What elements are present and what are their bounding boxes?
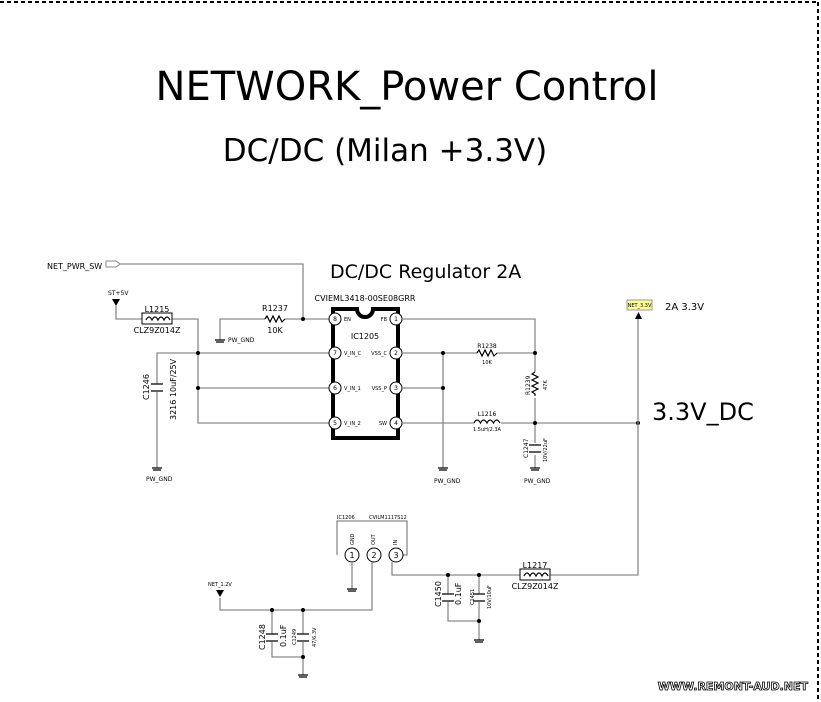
gnd-label: PW_GND bbox=[228, 337, 255, 344]
page-title: NETWORK_Power Control bbox=[156, 64, 659, 110]
ground-icon bbox=[215, 339, 225, 343]
c1450-value: 0.1uF bbox=[454, 582, 463, 605]
svg-text:8: 8 bbox=[333, 316, 337, 323]
ground-icon bbox=[298, 588, 357, 678]
st5v-label: ST+5V bbox=[108, 290, 129, 297]
c1451-value: 10V/10uF bbox=[487, 585, 493, 609]
ic1205-pins: 8 EN 7 V_IN_C 6 V_IN_1 5 V_IN_2 1 FB 2 VSS_C 3… bbox=[328, 312, 403, 430]
ic1205-part: CVIEML3418-00SE08GRR bbox=[315, 294, 416, 303]
inductor-l1216 bbox=[473, 419, 501, 425]
svg-text:V_IN_2: V_IN_2 bbox=[344, 421, 361, 427]
ground-icon bbox=[438, 467, 540, 471]
svg-text:FB: FB bbox=[381, 317, 388, 323]
net-3v3-label: NET_3.3V bbox=[628, 303, 652, 309]
c1247-value: 10V/22uF bbox=[543, 438, 549, 462]
c1248-value: 0.1uF bbox=[279, 624, 288, 647]
svg-text:2: 2 bbox=[371, 551, 376, 560]
l1215-value: CLZ9Z014Z bbox=[134, 326, 181, 335]
svg-text:V_IN_C: V_IN_C bbox=[344, 351, 362, 357]
wire bbox=[402, 318, 638, 468]
wire bbox=[219, 318, 330, 340]
c1450-ref: C1450 bbox=[434, 581, 443, 607]
ic1206-body bbox=[336, 520, 408, 556]
wire bbox=[115, 306, 330, 468]
svg-text:EN: EN bbox=[344, 317, 351, 323]
l1216-ref: L1216 bbox=[478, 411, 497, 418]
r1238-ref: R1238 bbox=[477, 343, 497, 350]
svg-text:VSS_P: VSS_P bbox=[372, 386, 387, 392]
l1217-ref: L1217 bbox=[523, 561, 548, 570]
wire bbox=[120, 263, 304, 319]
svg-text:1: 1 bbox=[349, 551, 354, 560]
watermark: WWW.REMONT-AUD.NET bbox=[658, 680, 809, 693]
c1249-value: 47/6.3V bbox=[312, 627, 318, 647]
l1215-ref: L1215 bbox=[145, 305, 170, 314]
power-arrow-icon bbox=[112, 299, 120, 306]
port-icon bbox=[105, 260, 121, 268]
svg-text:5: 5 bbox=[333, 420, 337, 427]
c1246-value: 3216 10uF/25V bbox=[169, 358, 178, 420]
svg-text:VSS_C: VSS_C bbox=[371, 351, 387, 357]
section-label: DC/DC Regulator 2A bbox=[330, 261, 521, 283]
svg-text:OUT: OUT bbox=[371, 533, 377, 545]
page-subtitle: DC/DC (Milan +3.3V) bbox=[223, 133, 547, 169]
l1217-value: CLZ9Z014Z bbox=[512, 582, 559, 591]
gnd-label: PW_GND bbox=[146, 476, 173, 483]
wire bbox=[219, 562, 373, 675]
l1216-value: 1.5uH/2.3A bbox=[473, 427, 502, 433]
ic1206-part: CVILM1117S12 bbox=[369, 515, 407, 521]
capacitor-c1248-c1249 bbox=[266, 633, 309, 642]
svg-text:3: 3 bbox=[393, 551, 398, 560]
c1451-ref: C1451 bbox=[470, 589, 476, 605]
resistor-r1239 bbox=[530, 371, 540, 396]
rail-label: 3.3V_DC bbox=[652, 398, 754, 426]
c1246-ref: C1246 bbox=[142, 374, 151, 400]
svg-text:V_IN_1: V_IN_1 bbox=[344, 386, 361, 392]
net-3v3-tag bbox=[626, 299, 653, 311]
resistor-r1238 bbox=[476, 348, 498, 358]
svg-text:IN: IN bbox=[393, 540, 399, 545]
r1239-value: 47K bbox=[543, 380, 549, 390]
ic1205-ref: IC1205 bbox=[351, 332, 379, 341]
svg-text:4: 4 bbox=[394, 420, 398, 427]
svg-text:GND: GND bbox=[350, 533, 356, 545]
ground-icon bbox=[474, 639, 484, 643]
svg-text:6: 6 bbox=[333, 385, 337, 392]
resistor-r1237 bbox=[264, 314, 286, 324]
svg-text:2: 2 bbox=[394, 350, 398, 357]
net-pwr-sw-label: NET_PWR_SW bbox=[47, 262, 102, 271]
svg-text:SW: SW bbox=[379, 421, 387, 427]
c1248-ref: C1248 bbox=[258, 624, 267, 650]
gnd-label: PW_GND bbox=[524, 478, 551, 485]
r1239-ref: R1239 bbox=[525, 375, 532, 395]
capacitor-c1450-c1451 bbox=[442, 593, 485, 602]
capacitor-c1246 bbox=[151, 383, 163, 392]
r1237-ref: R1237 bbox=[262, 304, 288, 313]
gnd-label: PW_GND bbox=[434, 478, 461, 485]
capacitor-c1247 bbox=[529, 444, 541, 453]
ic1206-ref: IC1206 bbox=[337, 515, 355, 521]
r1238-value: 10K bbox=[482, 360, 492, 366]
svg-text:3: 3 bbox=[394, 385, 398, 392]
net-1v2-label: NET_1.2V bbox=[208, 582, 232, 588]
ic1206-pins: GND OUT IN 1 2 3 bbox=[344, 533, 404, 563]
svg-text:7: 7 bbox=[333, 350, 337, 357]
net-3v3-note: 2A 3.3V bbox=[665, 302, 704, 313]
coil-icon bbox=[523, 572, 549, 578]
r1237-value: 10K bbox=[267, 326, 283, 335]
coil-icon bbox=[145, 316, 171, 322]
ground-icon bbox=[152, 467, 162, 471]
power-arrow-icon bbox=[635, 312, 642, 319]
ic1205-body bbox=[331, 307, 400, 440]
c1249-ref: C1249 bbox=[292, 629, 298, 645]
wire bbox=[391, 319, 639, 640]
power-arrow-icon bbox=[216, 590, 224, 597]
c1247-ref: C1247 bbox=[523, 438, 530, 458]
svg-text:1: 1 bbox=[394, 316, 398, 323]
